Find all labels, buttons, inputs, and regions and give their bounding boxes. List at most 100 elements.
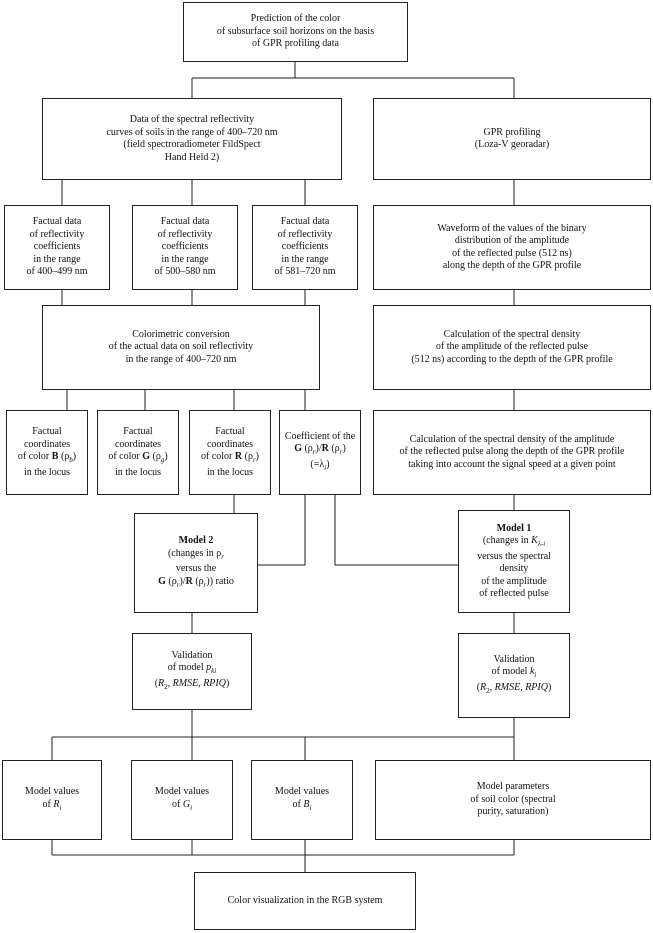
- factual-500-text: Factual data of reflectivity coefficient…: [154, 216, 216, 278]
- model1-k: K: [531, 535, 538, 546]
- model2-rho1: (ρ: [165, 575, 177, 587]
- model2-title: Model 2: [178, 535, 214, 546]
- model-b-box: Model values of Bi: [251, 760, 353, 840]
- validation2-box: Validation of model pki (R2, RMSE, RPIQ): [132, 633, 252, 710]
- coord-r-line1: Factual: [215, 426, 245, 437]
- validation1-box: Validation of model ki (R2, RMSE, RPIQ): [458, 633, 570, 718]
- spectral-data-box: Data of the spectral reflectivity curves…: [42, 98, 342, 180]
- coord-b-line4: in the locus: [23, 466, 71, 478]
- model1-title: Model 1: [496, 522, 532, 534]
- coord-r-prefix: of color: [200, 451, 235, 462]
- coord-b-close: ): [72, 451, 77, 462]
- factual-500-box: Factual data of reflectivity coefficient…: [132, 205, 238, 290]
- factual-400-text: Factual data of reflectivity coefficient…: [26, 216, 88, 278]
- coord-r-sub: r: [252, 456, 256, 464]
- coord-b-line2: coordinates: [23, 438, 71, 450]
- model1-line2: (changes in: [482, 535, 532, 546]
- connector-coef-model1: [334, 495, 458, 566]
- validation1-r2: R: [480, 681, 487, 693]
- model1-line6: of reflected pulse: [479, 588, 549, 599]
- model-r-line1: Model values: [24, 786, 80, 797]
- coord-g-box: Factual coordinates of color G (ρg) in t…: [97, 410, 179, 495]
- gpr-profiling-box: GPR profiling (Loza-V georadar): [373, 98, 651, 180]
- colorimetric-text: Colorimetric conversion of the actual da…: [108, 328, 254, 365]
- coefficient-close: ): [342, 443, 346, 455]
- validation1-k-sub: i: [534, 671, 537, 680]
- validation2-r2: R: [158, 677, 165, 689]
- coefficient-sub2: r: [339, 448, 343, 457]
- factual-581-text: Factual data of reflectivity coefficient…: [274, 216, 336, 278]
- coefficient-r: R: [321, 443, 329, 455]
- colorimetric-box: Colorimetric conversion of the actual da…: [42, 305, 320, 390]
- prediction-text: Prediction of the color of subsurface so…: [216, 13, 375, 50]
- model2-line2-sub: r: [221, 552, 225, 561]
- validation2-r2-sub: 2: [164, 682, 168, 691]
- model2-sub1: r: [176, 580, 180, 589]
- coord-g-letter: G: [142, 451, 150, 462]
- validation1-line2: of model: [491, 666, 530, 678]
- connector-coef-model2: [258, 495, 306, 566]
- coefficient-box: Coefficient of the G (ρr)/R (ρr) (=λi): [279, 410, 361, 495]
- model2-rho2: (ρ: [192, 575, 204, 587]
- model-b-letter: B: [303, 798, 310, 810]
- model-g-line2: of: [171, 798, 183, 810]
- model1-box: Model 1 (changes in Kλ-i versus the spec…: [458, 510, 570, 613]
- waveform-text: Waveform of the values of the binary dis…: [437, 222, 587, 272]
- coord-g-line1: Factual: [123, 426, 153, 437]
- validation1-k: k: [529, 666, 535, 678]
- factual-400-box: Factual data of reflectivity coefficient…: [4, 205, 110, 290]
- coord-b-prefix: of color: [17, 451, 52, 462]
- coord-b-letter: B: [51, 451, 59, 462]
- coord-r-box: Factual coordinates of color R (ρr) in t…: [189, 410, 271, 495]
- coefficient-mid: )/: [315, 443, 322, 455]
- validation2-open: (: [154, 677, 159, 689]
- spectral-density-speed-box: Calculation of the spectral density of t…: [373, 410, 651, 495]
- coord-b-sub: b: [69, 456, 73, 464]
- model-r-box: Model values of Ri: [2, 760, 102, 840]
- validation2-close: ): [225, 677, 230, 689]
- waveform-box: Waveform of the values of the binary dis…: [373, 205, 651, 290]
- coord-g-line4: in the locus: [114, 466, 162, 478]
- validation1-line1: Validation: [493, 653, 535, 665]
- rgb-text: Color visualization in the RGB system: [227, 894, 383, 906]
- prediction-box: Prediction of the color of subsurface so…: [183, 2, 408, 62]
- model-b-line1: Model values: [274, 786, 330, 797]
- model-b-line2: of: [292, 798, 304, 810]
- factual-581-box: Factual data of reflectivity coefficient…: [252, 205, 358, 290]
- validation1-metrics: , RMSE, RPIQ: [489, 681, 548, 693]
- coord-g-prefix: of color: [108, 451, 143, 462]
- coefficient-rho1: (ρ: [301, 443, 313, 455]
- coefficient-eq-sub: i: [324, 463, 327, 472]
- model2-g: G: [158, 575, 166, 587]
- model2-mid: )/: [179, 575, 186, 587]
- model2-box: Model 2 (changes in ρr versus the G (ρr)…: [134, 513, 258, 613]
- rgb-box: Color visualization in the RGB system: [194, 872, 416, 930]
- validation1-r2-sub: 2: [486, 686, 490, 695]
- coord-r-rho: (ρ: [242, 451, 253, 462]
- gpr-profiling-text: GPR profiling (Loza-V georadar): [474, 126, 550, 151]
- model2-sub2: r: [203, 580, 207, 589]
- spectral-density-box: Calculation of the spectral density of t…: [373, 305, 651, 390]
- model-params-text: Model parameters of soil color (spectral…: [470, 781, 556, 818]
- coord-r-letter: R: [234, 451, 243, 462]
- model2-line3: versus the: [175, 563, 217, 574]
- model2-r: R: [185, 575, 193, 587]
- model1-line5: of the amplitude: [481, 575, 547, 587]
- coefficient-sub1: r: [312, 448, 316, 457]
- model-g-box: Model values of Gi: [131, 760, 233, 840]
- coord-b-box: Factual coordinates of color B (ρb) in t…: [6, 410, 88, 495]
- coefficient-g: G: [294, 443, 302, 455]
- validation2-metrics: , RMSE, RPIQ: [167, 677, 226, 689]
- coord-b-rho: (ρ: [58, 451, 70, 462]
- spectral-density-speed-text: Calculation of the spectral density of t…: [399, 433, 625, 470]
- spectral-density-text: Calculation of the spectral density of t…: [411, 328, 613, 365]
- coord-g-line2: coordinates: [114, 438, 162, 450]
- model1-line3: versus the spectral: [477, 550, 551, 562]
- validation2-line1: Validation: [171, 649, 213, 661]
- validation1-close: ): [547, 681, 552, 693]
- model-g-sub: i: [190, 803, 193, 812]
- coefficient-rho2: (ρ: [328, 443, 340, 455]
- coefficient-eq-open: (=λ: [310, 458, 325, 470]
